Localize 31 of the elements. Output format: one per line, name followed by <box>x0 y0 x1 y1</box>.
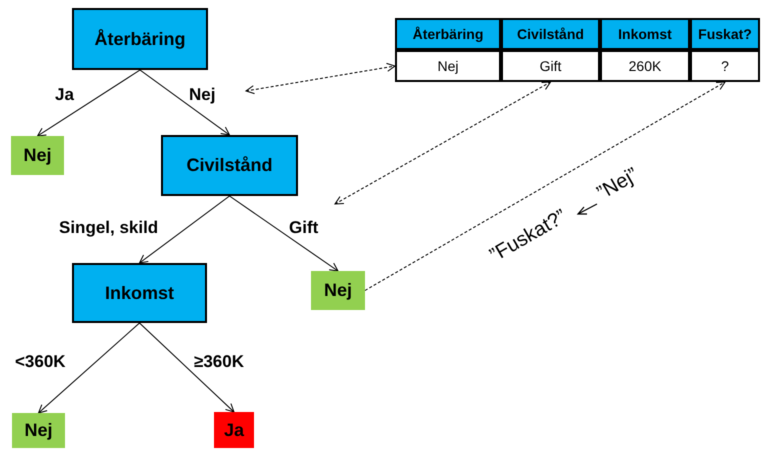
edge-label: Nej <box>188 86 216 103</box>
arrow <box>139 322 234 412</box>
leaf-box: Nej <box>12 413 65 448</box>
decision-box: Civilstånd <box>161 135 298 196</box>
table-header-cell: Fuskat? <box>690 18 760 50</box>
table-cell: Gift <box>501 50 600 82</box>
decision-box: Återbäring <box>72 8 208 70</box>
arrow <box>38 322 140 414</box>
edge-label: Ja <box>54 86 75 103</box>
arrow <box>229 196 338 272</box>
leaf-box: Nej <box>11 136 64 175</box>
table-cell: Nej <box>395 50 501 82</box>
edge-label: ≥360K <box>193 353 245 370</box>
table-header-cell: Civilstånd <box>501 18 600 50</box>
table-header-cell: Inkomst <box>600 18 690 50</box>
arrow <box>139 196 230 264</box>
arrow <box>140 70 230 136</box>
rotated-note: ”Nej” <box>594 164 642 204</box>
leaf-box: Nej <box>311 271 365 310</box>
table-header-cell: Återbäring <box>395 18 501 50</box>
edge-label: <360K <box>14 353 67 370</box>
leaf-box: Ja <box>214 412 254 448</box>
dotted-arrow <box>364 82 726 291</box>
decision-box: Inkomst <box>72 263 207 323</box>
edge-label: Gift <box>288 219 320 236</box>
table-cell: 260K <box>600 50 690 82</box>
dotted-arrow <box>334 82 551 204</box>
dotted-arrow <box>246 62 396 94</box>
edge-label: Singel, skild <box>58 219 160 236</box>
arrow <box>37 70 140 136</box>
table-cell: ? <box>690 50 760 82</box>
